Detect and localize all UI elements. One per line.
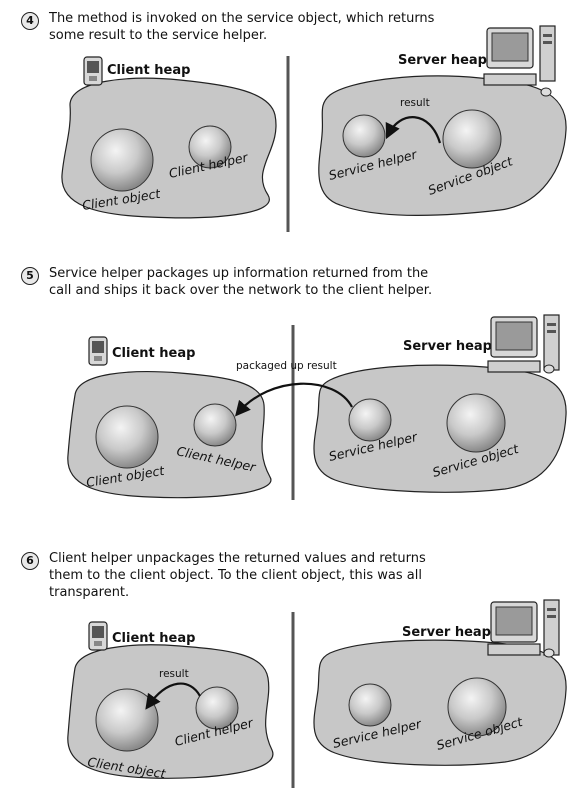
client-helper (188, 125, 232, 169)
service-object (447, 677, 507, 737)
step-5: 5 Service helper packages up information… (0, 265, 585, 510)
step-6: 6 Client helper unpackages the returned … (0, 550, 585, 794)
arrow-label: result (159, 668, 189, 680)
desktop-computer-icon (487, 599, 560, 658)
service-helper (342, 114, 386, 158)
step-diagram: Client heap Server heap result Client ob… (61, 25, 567, 232)
handheld-device-icon (88, 336, 108, 366)
step-number: 5 (21, 267, 39, 285)
arrow-label: packaged up result (236, 360, 337, 372)
client-heap-label: Client heap (107, 63, 190, 78)
step-number: 4 (21, 12, 39, 30)
server-heap-area (318, 75, 567, 216)
handheld-device-icon (88, 621, 108, 651)
server-heap-area (313, 364, 567, 493)
service-object (446, 393, 506, 453)
desktop-computer-icon (483, 25, 556, 97)
client-helper (195, 686, 239, 730)
desktop-computer-icon (487, 314, 560, 374)
server-heap-label: Server heap (403, 339, 492, 354)
step-description: Client helper unpackages the returned va… (49, 551, 426, 600)
step-diagram: Client heap Server heap result Client ob… (67, 599, 567, 788)
result-arrow (385, 116, 442, 144)
handheld-device-icon (83, 56, 103, 86)
client-heap-label: Client heap (112, 346, 195, 361)
client-heap-label: Client heap (112, 631, 195, 646)
server-heap-label: Server heap (402, 625, 491, 640)
arrow-label: result (400, 97, 430, 109)
server-heap-label: Server heap (398, 53, 487, 68)
packaged-result-arrow (235, 382, 353, 417)
step-4: 4 The method is invoked on the service o… (0, 10, 585, 245)
client-object (95, 688, 159, 752)
step-number: 6 (21, 552, 39, 570)
result-arrow (145, 682, 201, 710)
client-helper (193, 403, 237, 447)
service-helper (348, 683, 392, 727)
server-heap-area (313, 639, 567, 766)
client-object (90, 128, 154, 192)
step-diagram: Client heap Server heap packaged up resu… (67, 314, 567, 500)
service-helper (348, 398, 392, 442)
service-object (442, 109, 502, 169)
client-object (95, 405, 159, 469)
step-description: Service helper packages up information r… (49, 266, 433, 298)
step-description: The method is invoked on the service obj… (49, 11, 435, 43)
